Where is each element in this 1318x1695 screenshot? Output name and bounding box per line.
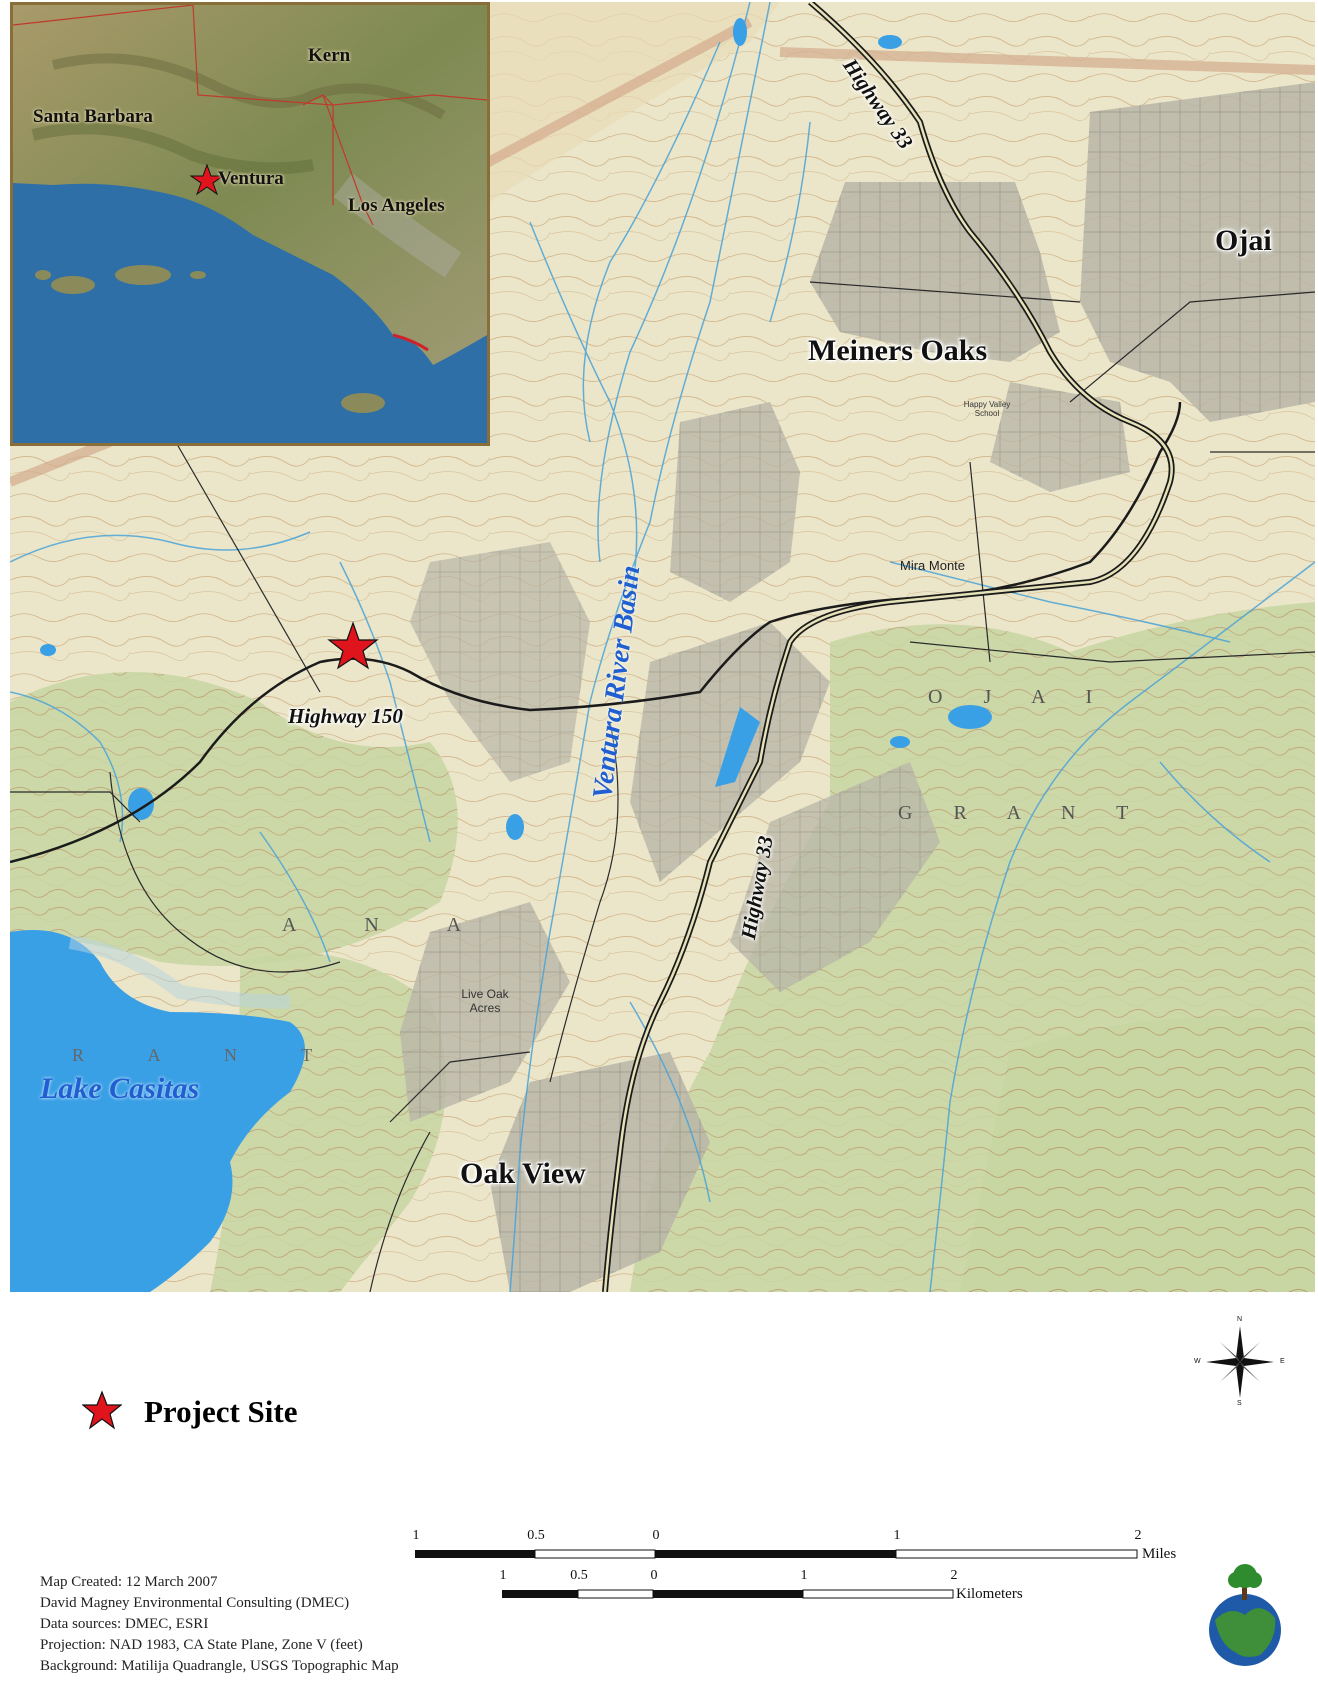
inset-label-kern: Kern [308, 45, 351, 66]
km-tick: 1 [499, 1568, 507, 1583]
km-tick: 1 [800, 1568, 808, 1583]
map-notes: Map Created: 12 March 2007 David Magney … [40, 1572, 399, 1677]
compass-n: N [1237, 1316, 1243, 1323]
town-label-oak-view: Oak View [460, 1157, 586, 1190]
km-tick: 0.5 [570, 1568, 588, 1583]
highway-label-150: Highway 150 [288, 704, 403, 728]
grant-label-rant: R A N T [72, 1045, 343, 1065]
km-tick: 2 [950, 1568, 958, 1583]
miles-unit-label: Miles [1142, 1546, 1177, 1562]
place-label-happy-valley-school: Happy Valley School [963, 400, 1011, 418]
miles-tick: 0.5 [527, 1528, 545, 1543]
note-created: Map Created: 12 March 2007 [40, 1574, 218, 1590]
compass-e: E [1280, 1358, 1285, 1365]
miles-tick: 2 [1134, 1528, 1142, 1543]
project-site-star-icon [327, 621, 379, 670]
star-icon [81, 1390, 123, 1430]
miles-tick: 0 [652, 1528, 660, 1543]
inset-label-santa-barbara: Santa Barbara [33, 106, 153, 127]
note-projection: Projection: NAD 1983, CA State Plane, Zo… [40, 1637, 363, 1653]
town-label-meiners-oaks: Meiners Oaks [808, 334, 988, 367]
north-arrow-compass: N S W E [1194, 1316, 1285, 1407]
place-label-mira-monte: Mira Monte [900, 558, 966, 573]
km-tick: 0 [650, 1568, 658, 1583]
compass-rose-icon [1206, 1326, 1274, 1398]
grant-label-ojai: O J A I [928, 686, 1111, 708]
inset-map-graphic [13, 5, 487, 443]
town-label-ojai: Ojai [1215, 224, 1272, 257]
km-unit-label: Kilometers [956, 1586, 1023, 1602]
miles-bar-graphic [415, 1549, 1138, 1559]
legend: Project Site [81, 1390, 298, 1435]
note-background: Background: Matilija Quadrangle, USGS To… [40, 1658, 399, 1674]
compass-w: W [1194, 1358, 1201, 1365]
place-label-live-oak-acres: Live Oak Acres [461, 987, 509, 1015]
inset-locator-map: Kern Santa Barbara Ventura Los Angeles [10, 2, 490, 446]
dmec-logo [1205, 1560, 1285, 1670]
lake-casitas-label: Lake Casitas [40, 1072, 200, 1105]
miles-tick: 1 [412, 1528, 420, 1543]
globe-tree-logo [1209, 1564, 1281, 1666]
km-bar-graphic [502, 1589, 954, 1599]
grant-label-ana: A N A [282, 914, 494, 936]
inset-label-los-angeles: Los Angeles [348, 195, 445, 216]
inset-label-ventura: Ventura [218, 168, 284, 189]
note-sources: Data sources: DMEC, ESRI [40, 1616, 209, 1632]
note-author: David Magney Environmental Consulting (D… [40, 1595, 350, 1611]
legend-label: Project Site [144, 1394, 298, 1429]
miles-tick: 1 [893, 1528, 901, 1543]
compass-s: S [1237, 1400, 1242, 1407]
inset-star-icon [189, 163, 225, 196]
grant-label-east: G R A N T [898, 802, 1147, 824]
